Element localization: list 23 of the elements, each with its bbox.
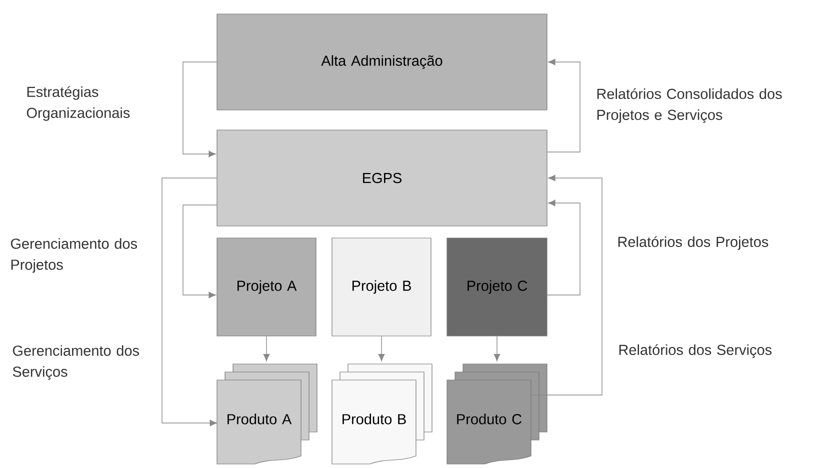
process-box: Projeto A [216, 238, 316, 336]
edge-label: Gerenciamento dos Serviços [12, 345, 139, 380]
edge-label: Relatórios dos Serviços [619, 344, 772, 358]
edge-label: Estratégias Organizacionais [26, 86, 130, 121]
process-box: EGPS [216, 130, 548, 226]
process-box: Projeto C [446, 238, 548, 336]
arrow [494, 336, 500, 362]
arrow [530, 174, 602, 396]
document-stack: Produto C [446, 364, 548, 464]
edge-label: Relatórios dos Projetos [618, 236, 768, 250]
arrow [546, 58, 580, 152]
document-stack: Produto A [216, 364, 318, 464]
arrow [378, 336, 385, 362]
process-box: Alta Administração [216, 14, 548, 110]
arrow [263, 336, 270, 362]
process-box: Projeto B [332, 238, 432, 336]
edge-label: Relatórios Consolidados dos Projetos e Serviços [597, 88, 782, 123]
document-stack: Produto B [332, 364, 432, 464]
arrow [546, 200, 580, 296]
arrow [182, 204, 218, 298]
arrow [162, 178, 218, 426]
edge-label: Gerenciamento dos Projetos [10, 238, 137, 273]
arrow [182, 62, 218, 158]
